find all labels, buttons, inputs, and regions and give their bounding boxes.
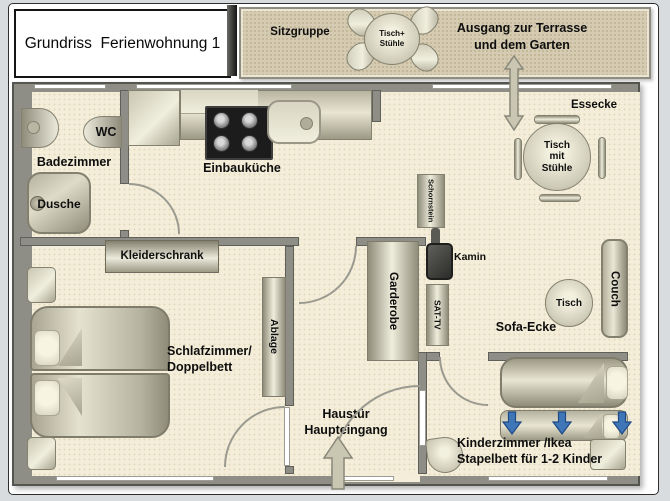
entrance-label: Haustür Haupteingang [304, 407, 388, 438]
sofa-corner-label: Sofa-Ecke [495, 320, 557, 334]
stove-burner [213, 112, 230, 129]
terrace-exit-label: Ausgang zur Terrasse und dem Garten [456, 21, 588, 52]
chimney-label: Schornstein [426, 179, 436, 223]
stove-burner [240, 112, 258, 129]
couch-label: Couch [608, 270, 621, 307]
window-kidsroom [488, 476, 608, 481]
kids-nightstand [590, 439, 626, 470]
wc-label: WC [95, 125, 117, 139]
bedroom-closet: Kleiderschrank [105, 240, 219, 273]
sat-tv-label: SAT-TV [432, 300, 443, 330]
kitchen-cabinet [128, 90, 180, 146]
kitchen-label: Einbauküche [203, 161, 281, 175]
wall-bedroom-east [285, 246, 294, 406]
entrance-door-leaf [419, 390, 426, 446]
dining-chair [514, 138, 522, 180]
terrace-table: Tisch+ Stühle [364, 13, 420, 65]
wall-bedroom-east-stub [285, 466, 294, 474]
title-divider-bar [227, 5, 237, 76]
chimney: Schornstein [417, 174, 445, 228]
sink-drain [27, 121, 40, 134]
dining-chair [539, 194, 581, 202]
hall-shelf-label: Ablage [268, 319, 280, 355]
window-living-terrace [432, 84, 612, 89]
kitchen-sink-drain [300, 117, 313, 130]
window-bedroom [56, 476, 214, 481]
chimney-flue [431, 228, 440, 245]
sat-tv: SAT-TV [426, 284, 449, 346]
bedroom-label: Schlafzimmer/ Doppelbett [167, 344, 252, 375]
hall-shelf: Ablage [262, 277, 286, 397]
plan-title-box: Grundriss Ferienwohnung 1 [14, 9, 231, 78]
shower-label: Dusche [37, 197, 81, 211]
toilet [83, 116, 122, 148]
fireplace [426, 243, 453, 280]
dining-table: Tisch mit Stühle [523, 123, 591, 191]
terrace-seating-label: Sitzgruppe [270, 26, 330, 38]
couch: Couch [601, 239, 628, 338]
fireplace-label: Kamin [454, 251, 487, 263]
bedroom-closet-label: Kleiderschrank [120, 250, 204, 263]
stove-burner [213, 134, 230, 152]
window-kitchen [136, 84, 292, 89]
stove-burner [240, 134, 258, 152]
sofa-table-label: Tisch [556, 297, 582, 309]
terrace-table-label: Tisch+ Stühle [379, 29, 405, 48]
shower-head [30, 196, 45, 211]
dining-table-label: Tisch mit Stühle [541, 139, 573, 174]
nightstand [27, 267, 56, 303]
hall-wardrobe-label: Garderobe [387, 271, 399, 331]
stove [205, 106, 273, 160]
wall-kitchen-stub [372, 90, 381, 122]
bathroom-sink [21, 108, 59, 148]
page-title: Grundriss Ferienwohnung 1 [24, 34, 221, 52]
dining-corner-label: Essecke [570, 99, 618, 111]
bed-pillow [34, 330, 60, 366]
window-bathroom [34, 84, 106, 89]
entrance-threshold [334, 476, 394, 481]
bed-pillow [34, 380, 60, 416]
hall-wardrobe: Garderobe [367, 241, 419, 361]
sofa-table: Tisch [545, 279, 593, 327]
kids-room-label: Kinderzimmer /Ikea Stapelbett für 1-2 Ki… [457, 436, 603, 467]
terrace-area [239, 7, 651, 79]
bathroom-label: Badezimmer [36, 155, 112, 169]
nightstand [27, 437, 56, 470]
bed-pillow [606, 366, 628, 400]
dining-chair [598, 137, 606, 179]
